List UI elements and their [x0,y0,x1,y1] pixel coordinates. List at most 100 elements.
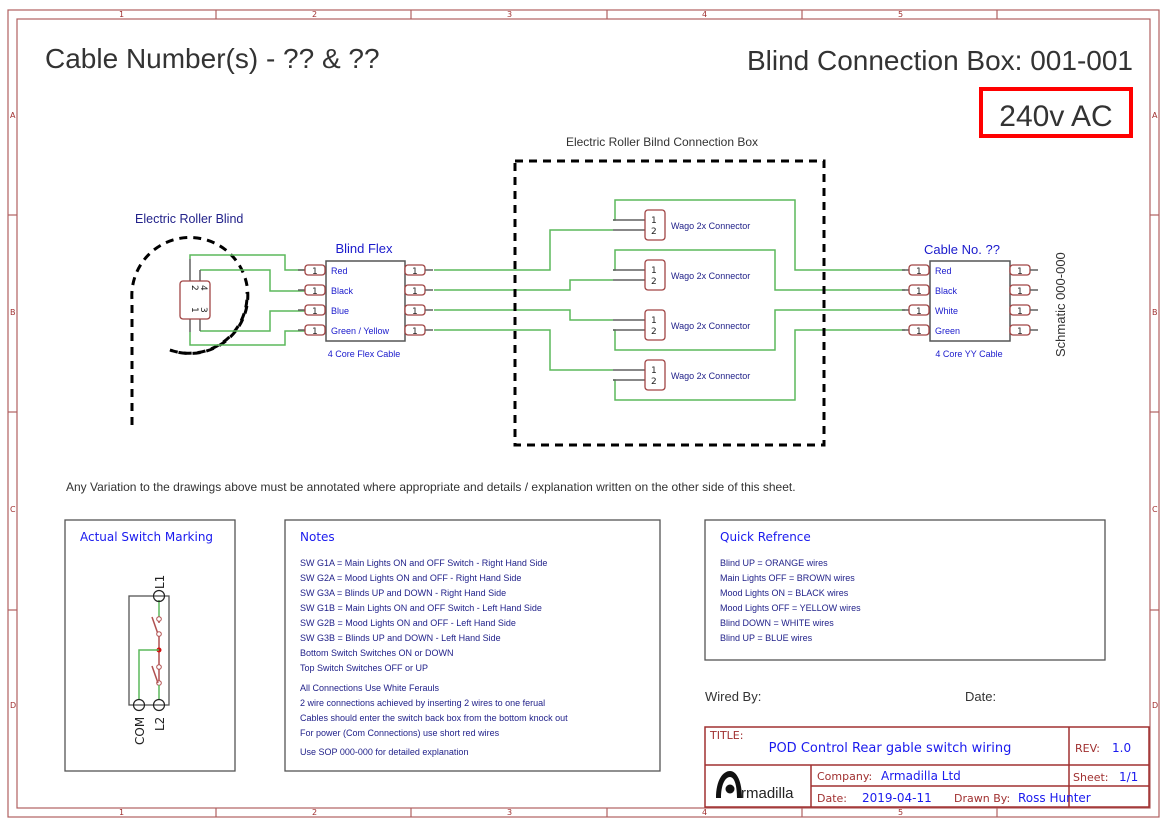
wago-pin-1: 1 [651,216,657,226]
connection-box-outline [513,159,826,447]
quick-reference-item: Mood Lights ON = BLACK wires [720,588,849,598]
wago-pin-2: 2 [651,377,657,387]
blind-flex-wire-label: Green / Yellow [331,326,390,336]
cable-pin-out: 1 [1009,284,1038,297]
blind-flex-wire-label: Red [331,266,348,276]
notes-list: SW G1A = Main Lights ON and OFF Switch -… [300,558,568,757]
wago-pin-1: 1 [651,266,657,276]
zone-col-4-bottom: 4 [702,808,707,817]
note-item: Use SOP 000-000 for detailed explanation [300,747,468,757]
cable-pin-in: 1 [902,304,930,317]
voltage-warning-box [979,87,1133,138]
date-label: Date: [817,792,847,805]
note-item: SW G2B = Mood Lights ON and OFF - Left H… [300,618,516,628]
zone-col-3: 3 [507,10,512,19]
cable-pin-out: 1 [1009,264,1038,277]
sign-off-date-label: Date: [965,689,996,704]
motor-pin-4: 4 [198,285,208,291]
zone-row-b-right: B [1152,308,1158,317]
note-item: Bottom Switch Switches ON or DOWN [300,648,454,658]
rev-label: REV: [1075,742,1100,755]
cable-wire-label: Red [935,266,952,276]
cable-wire-label: Black [935,286,958,296]
rev-value: 1.0 [1112,741,1131,755]
blind-flex-wire-label: Blue [331,306,349,316]
blind-flex-wire-label: Black [331,286,354,296]
title-block: TITLE: POD Control Rear gable switch wir… [704,726,1150,808]
pin-number: 1 [312,267,318,277]
quick-reference-item: Mood Lights OFF = YELLOW wires [720,603,861,613]
connection-box-label: Electric Roller Bilnd Connection Box [566,135,758,149]
note-item: SW G1A = Main Lights ON and OFF Switch -… [300,558,547,568]
blind-flex-pin-out: 1 [404,264,433,277]
roller-blind-arc [169,291,249,355]
logo-text: rmadilla [741,785,794,802]
wago-pin-1: 1 [651,366,657,376]
zone-row-d: D [10,701,16,710]
pin-number: 1 [312,287,318,297]
main-wires [434,199,905,401]
box-title-heading: Blind Connection Box: 001-001 [747,45,1133,76]
roller-blind-outline [130,235,250,425]
blind-flex-pin-in: 1 [298,284,326,297]
pin-number: 1 [412,307,418,317]
drawing-title: POD Control Rear gable switch wiring [769,741,1012,756]
cable-pin-in: 1 [902,324,930,337]
notes-panel [284,519,661,772]
wago-label: Wago 2x Connector [671,321,750,331]
quick-reference-panel [704,519,1106,661]
zone-col-1-bottom: 1 [119,808,124,817]
zone-row-c: C [10,505,16,514]
zone-row-a: A [10,111,16,120]
pin-number: 1 [312,327,318,337]
title-label: TITLE: [709,729,743,742]
blind-flex-pin-out: 1 [404,284,433,297]
note-item: SW G2A = Mood Lights ON and OFF - Right … [300,573,521,583]
motor-wires [189,254,305,346]
terminal-l2 [152,698,166,712]
zone-col-5: 5 [898,10,903,19]
zone-row-c-right: C [1152,505,1158,514]
pin-number: 1 [916,267,922,277]
cable-body [929,260,1011,342]
zone-col-1: 1 [119,10,124,19]
terminal-com [132,698,146,712]
cable-numbers-heading: Cable Number(s) - ?? & ?? [45,43,380,74]
blind-flex-pin-in: 1 [298,264,326,277]
variation-note: Any Variation to the drawings above must… [66,480,796,494]
pin-number: 1 [1017,307,1023,317]
note-item: SW G3B = Blinds UP and DOWN - Left Hand … [300,633,501,643]
company-value: Armadilla Ltd [881,769,961,783]
cable-component: Cable No. ?? 4 Core YY Cable [924,242,1011,359]
drawn-by-value: Ross Hunter [1018,791,1091,805]
quick-reference-title: Quick Refrence [720,530,811,544]
note-item: SW G3A = Blinds UP and DOWN - Right Hand… [300,588,506,598]
blind-flex-pin-out: 1 [404,304,433,317]
terminal-l1 [152,589,166,603]
cable-pin-in: 1 [902,264,930,277]
blind-flex-pin-in: 1 [298,324,326,337]
cable-pin-in: 1 [902,284,930,297]
quick-reference-item: Blind UP = ORANGE wires [720,558,828,568]
blind-flex-title: Blind Flex [335,241,393,256]
terminal-l1-label: L1 [153,575,167,589]
pin-number: 1 [916,327,922,337]
blind-flex-subtitle: 4 Core Flex Cable [328,349,401,359]
switch-marking-panel [64,519,236,772]
note-item: 2 wire connections achieved by inserting… [300,698,545,708]
cable-subtitle: 4 Core YY Cable [935,349,1002,359]
pin-number: 1 [1017,287,1023,297]
terminal-com-label: COM [133,717,147,745]
zone-col-4: 4 [702,10,707,19]
pin-number: 1 [1017,327,1023,337]
wago-pin-2: 2 [651,227,657,237]
date-value: 2019-04-11 [862,791,932,805]
pin-number: 1 [412,327,418,337]
cable-pin-out: 1 [1009,304,1038,317]
switch-diagram: L1 COM L2 [128,575,170,745]
roller-blind-label: Electric Roller Blind [135,212,243,226]
